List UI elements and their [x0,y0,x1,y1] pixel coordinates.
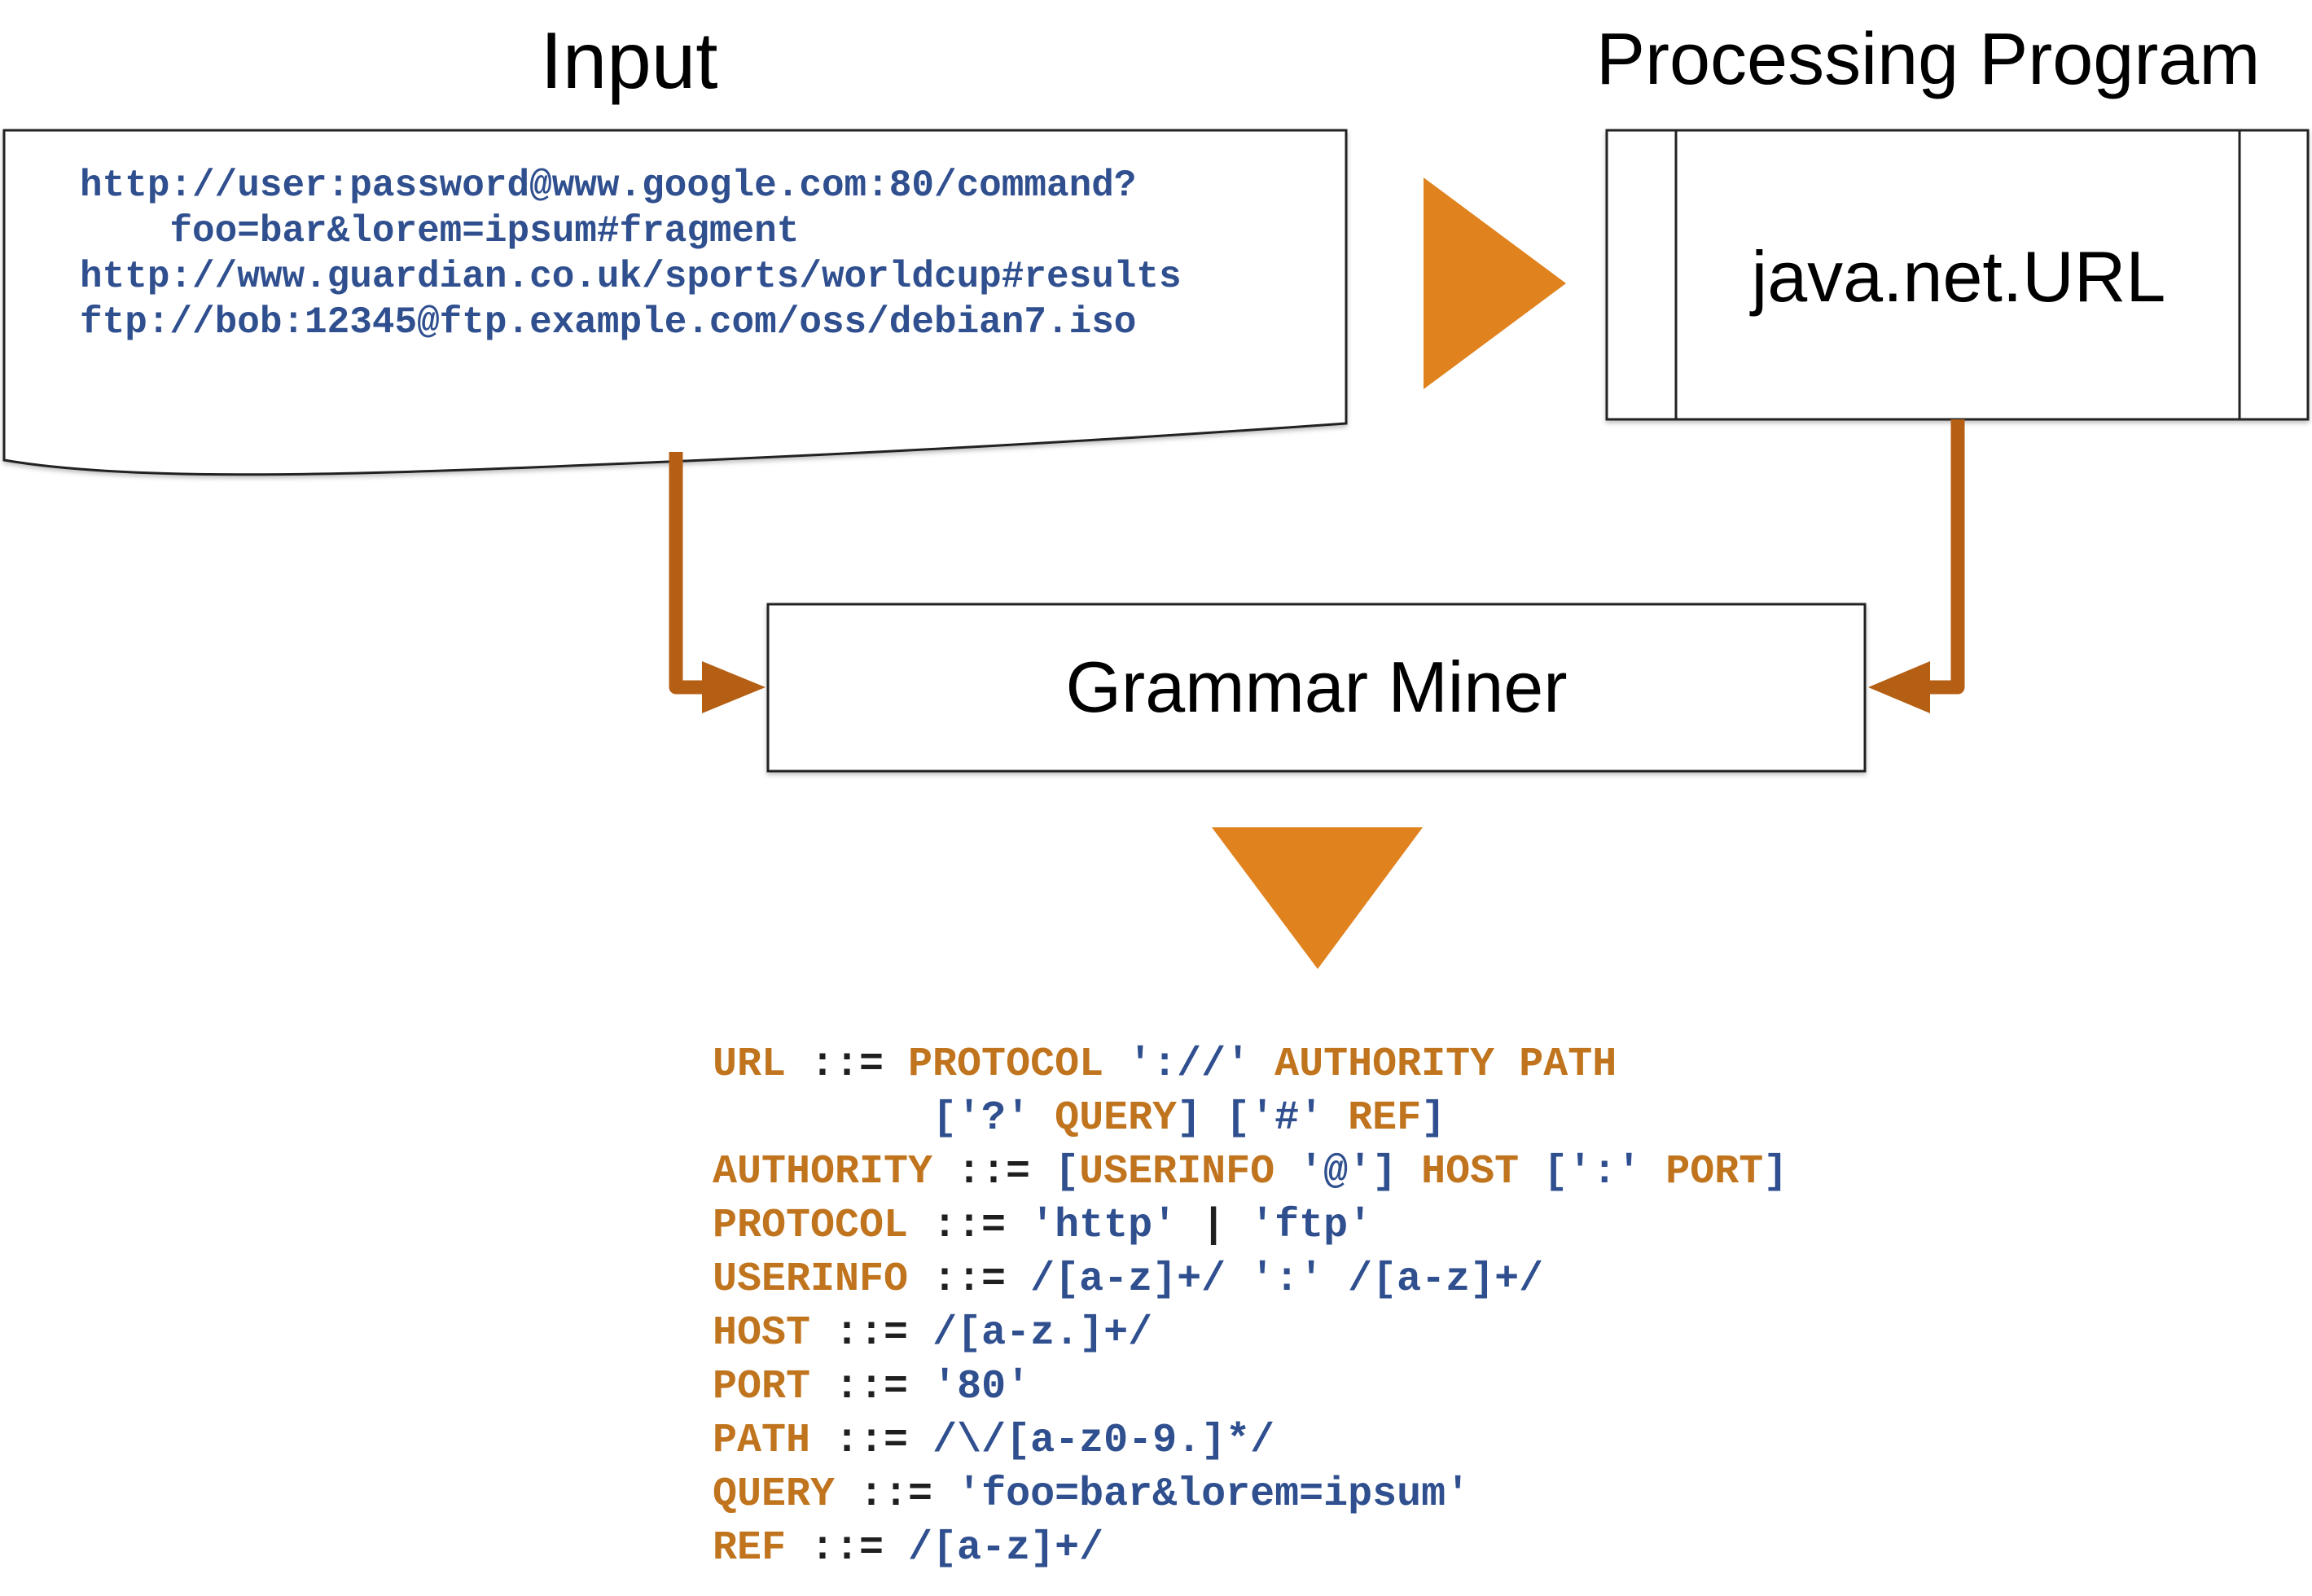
input-url-line: foo=bar&lorem=ipsum#fragment [80,210,800,252]
grammar-token-t: '://' [1103,1041,1275,1088]
grammar-token-nt: PROTOCOL [908,1041,1104,1088]
grammar-token-op: ::= [810,1418,933,1464]
grammar-token-lhs: PATH [713,1418,811,1464]
grammar-token-t: ] ['#' [1177,1095,1349,1142]
grammar-rules: URL ::= PROTOCOL '://' AUTHORITY PATH ['… [713,1038,1788,1576]
grammar-token-t: ] [1763,1149,1788,1195]
grammar-token-lhs: REF [713,1525,787,1572]
input-url-line: ftp://bob:12345@ftp.example.com/oss/debi… [80,301,1137,344]
grammar-token-nt: USERINFO [1079,1149,1275,1195]
grammar-token-op: ::= [908,1256,1031,1303]
input-to-miner-arrowhead [702,661,766,713]
grammar-token-nt: QUERY [1055,1095,1178,1142]
down-arrow-triangle [1212,827,1423,969]
program-to-miner-arrowhead [1868,661,1930,713]
grammar-rule: URL ::= PROTOCOL '://' AUTHORITY PATH [713,1038,1788,1092]
grammar-token-t: 'ftp' [1250,1203,1373,1249]
grammar-token-t: ] [1421,1095,1446,1142]
grammar-token-op: ::= [932,1149,1055,1195]
grammar-token-lhs: USERINFO [713,1256,909,1303]
grammar-rule: USERINFO ::= /[a-z]+/ ':' /[a-z]+/ [713,1253,1788,1307]
processing-program-box [1605,129,2310,421]
grammar-token-t: /[a-z.]+/ [932,1310,1153,1357]
grammar-token-t: 'foo=bar&lorem=ipsum' [957,1471,1471,1518]
input-title: Input [540,15,718,105]
grammar-rule: HOST ::= /[a-z.]+/ [713,1307,1788,1361]
grammar-token-op: ::= [908,1203,1031,1249]
grammar-token-lhs: QUERY [713,1471,836,1518]
grammar-token-lhs: HOST [713,1310,811,1357]
grammar-token-op: ::= [786,1525,909,1572]
grammar-rule: QUERY ::= 'foo=bar&lorem=ipsum' [713,1468,1788,1522]
program-box-label: java.net.URL [1751,236,2166,317]
grammar-token-lhs: AUTHORITY [713,1149,933,1195]
grammar-token-t: 'http' [1030,1203,1178,1249]
grammar-rule: PORT ::= '80' [713,1361,1788,1414]
grammar-token-lhs: PROTOCOL [713,1203,909,1249]
input-to-miner-connector [669,452,709,695]
grammar-token-op: ::= [835,1471,958,1518]
grammar-rule: AUTHORITY ::= [USERINFO '@'] HOST [':' P… [713,1146,1788,1199]
grammar-token-op: ::= [810,1364,933,1410]
grammar-token-nt: AUTHORITY PATH [1274,1041,1617,1088]
grammar-token-t: /[a-z]+/ [908,1525,1104,1572]
grammar-token-op: | [1177,1203,1251,1249]
grammar-token-t: '@'] [1274,1149,1422,1195]
grammar-miner-box [766,603,1867,773]
grammar-token-lhs: URL [713,1041,787,1088]
grammar-miner-label: Grammar Miner [1065,647,1568,727]
grammar-token-t: [':' [1519,1149,1666,1195]
grammar-token-t: /\/[a-z0-9.]*/ [932,1418,1275,1464]
input-url-line: http://user:password@www.google.com:80/c… [80,164,1137,207]
processing-program-title: Processing Program [1596,19,2261,100]
grammar-rule: PATH ::= /\/[a-z0-9.]*/ [713,1414,1788,1468]
grammar-token-t: [ [1055,1149,1080,1195]
grammar-rule: ['?' QUERY] ['#' REF] [713,1092,1788,1146]
grammar-token-t: '80' [932,1364,1031,1410]
grammar-token-nt: PORT [1665,1149,1764,1195]
grammar-token-op: ::= [810,1310,933,1357]
input-url-list: http://user:password@www.google.com:80/c… [80,163,1182,345]
grammar-token-nt: HOST [1421,1149,1520,1195]
input-url-line: http://www.guardian.co.uk/sports/worldcu… [80,256,1182,298]
grammar-rule: REF ::= /[a-z]+/ [713,1522,1788,1576]
program-to-miner-connector [1922,419,1965,695]
input-document-shape [2,129,1348,476]
right-arrow-triangle [1424,178,1566,389]
grammar-token-nt: REF [1348,1095,1422,1142]
grammar-token-t: /[a-z]+/ ':' /[a-z]+/ [1030,1256,1544,1303]
grammar-token-op: ::= [786,1041,909,1088]
grammar-token-lhs: PORT [713,1364,811,1410]
grammar-rule: PROTOCOL ::= 'http' | 'ftp' [713,1199,1788,1253]
grammar-token-t: ['?' [713,1095,1055,1142]
